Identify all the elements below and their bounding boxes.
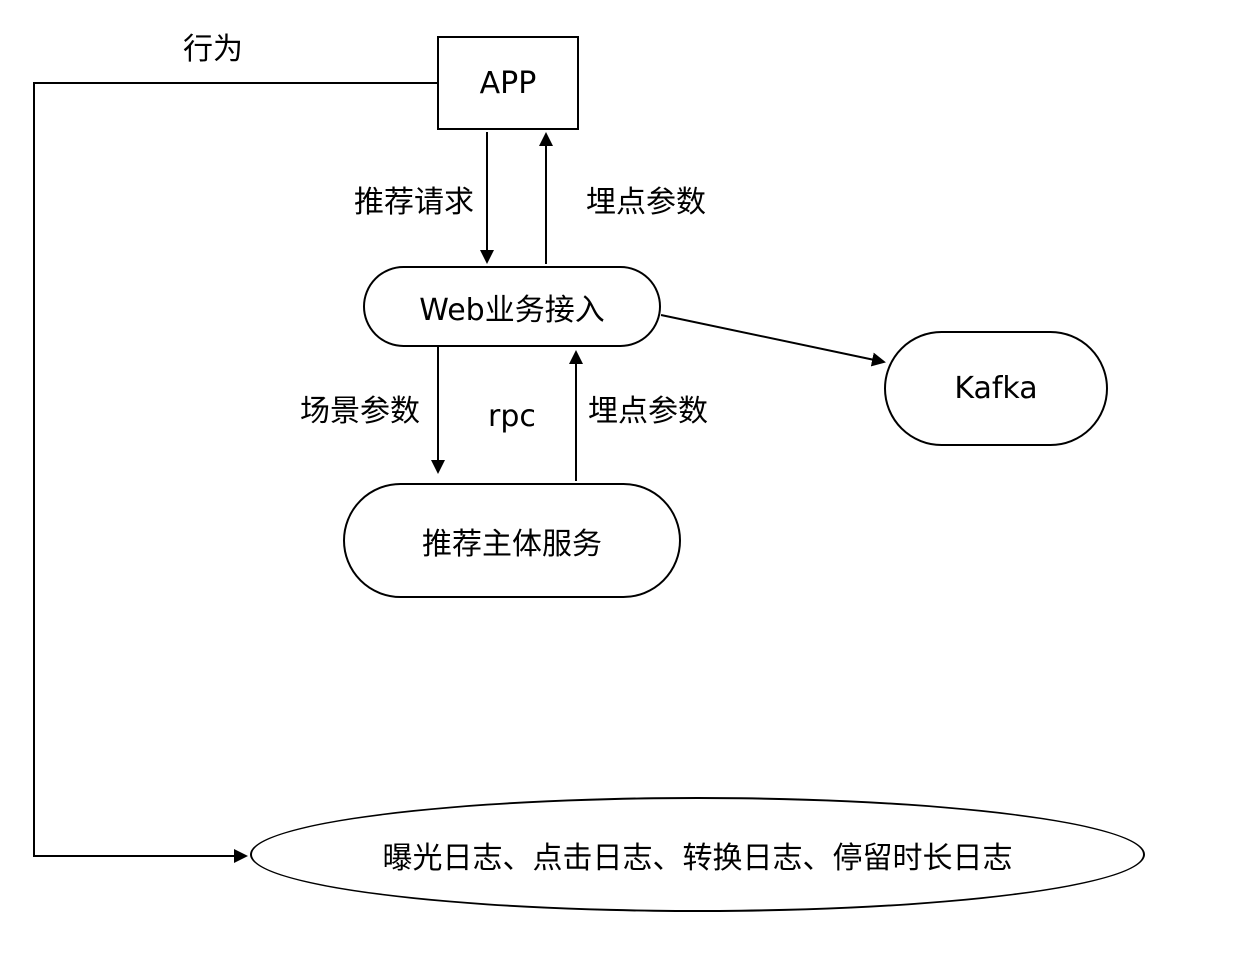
kafka-node: Kafka xyxy=(884,331,1108,446)
rec-request-label: 推荐请求 xyxy=(354,185,474,220)
app-node: APP xyxy=(437,36,579,130)
app-label: APP xyxy=(479,65,537,101)
logs-node: 曝光日志、点击日志、转换日志、停留时长日志 xyxy=(250,797,1145,912)
tracking-params-top-label: 埋点参数 xyxy=(586,185,706,220)
scene-params-label: 场景参数 xyxy=(300,394,420,429)
rec-service-node: 推荐主体服务 xyxy=(343,483,681,598)
web-access-node: Web业务接入 xyxy=(363,266,661,347)
kafka-label: Kafka xyxy=(954,371,1038,406)
arrow-web-to-kafka xyxy=(660,314,886,367)
logs-label: 曝光日志、点击日志、转换日志、停留时长日志 xyxy=(382,840,1013,876)
web-access-label: Web业务接入 xyxy=(419,292,605,328)
arrow-app-to-logs xyxy=(33,82,438,863)
behavior-label: 行为 xyxy=(183,32,243,67)
rec-service-label: 推荐主体服务 xyxy=(422,526,602,562)
tracking-params-bottom-label: 埋点参数 xyxy=(588,394,708,429)
rpc-label: rpc xyxy=(488,399,536,434)
